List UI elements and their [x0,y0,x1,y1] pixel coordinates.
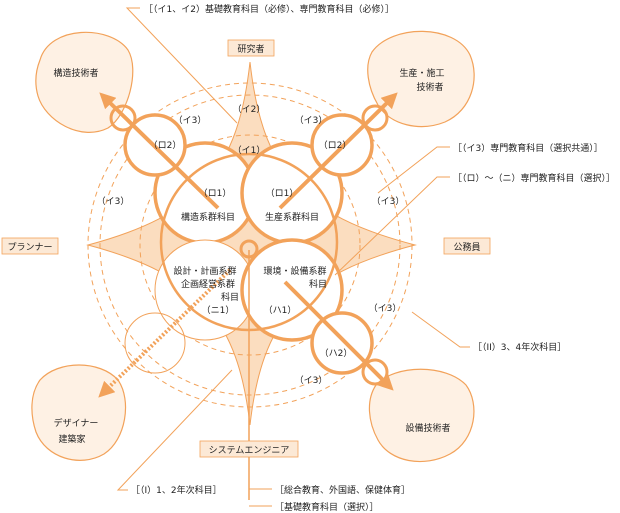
circle-structural-name: 構造系群科目 [181,211,235,223]
note-i3: ［（イ3）専門教育科目（選択共通）］ [453,142,603,154]
leader-year34-note [411,311,470,348]
leader-top-note [125,7,238,124]
circle-planning [154,239,256,341]
note-basic: ［基礎教育科目（選択）］ [275,501,379,513]
arrow-top-right [278,92,398,210]
leader-year12-note [116,369,233,491]
role-system-engineer: システムエンジニア [209,445,290,456]
arrow-top-left [99,92,220,210]
label-i3-top-right: （イ3） [295,115,328,126]
ring-top-right [361,104,389,132]
note-ro-ni: ［（ロ）～（ニ）専門教育科目（選択）］ [453,172,615,184]
circle-planning-name-1: 設計・計画系群 [173,265,236,277]
label-i3-bottom: （イ3） [295,375,328,386]
circle-production-code: （ロ1） [266,188,299,199]
arrow-bottom-left [98,268,232,398]
leader-i3-note [377,146,450,194]
label-ro2-left: （ロ2） [149,140,182,151]
circle-environment-name-2: 科目 [309,278,327,290]
role-civil-servant: 公務員 [453,241,480,253]
circle-planning-code: （ニ1） [202,305,235,316]
note-year12: ［（I）1、2年次科目］ [131,484,222,496]
circle-planning-name-2: 企画経営系群 [181,278,235,290]
label-i3-right: （イ3） [372,196,405,207]
blob-label-structural: 構造技術者 [53,67,98,79]
box-planner [1,237,59,255]
label-ro2-right: （ロ2） [319,140,352,151]
arrow-bottom-right [283,280,394,391]
blob-label-designer-2: 建築家 [58,433,85,445]
circle-ni2 [124,312,186,374]
blob-label-production-1: 生産・施工 [399,67,444,79]
label-i3-top-left: （イ3） [174,115,207,126]
label-i1: （イ1） [233,145,266,156]
note-year34: ［（II）3、4年次科目］ [473,341,566,353]
label-i2: （イ2） [233,104,266,115]
label-i3-left: （イ3） [97,196,130,207]
core-dashed-circle [139,134,361,356]
box-system-engineer [199,440,299,458]
leader-ro-ni-note [334,176,450,276]
inner-dashed-circle [99,94,401,396]
outer-dashed-circle [87,82,413,408]
circle-environment-name-1: 環境・設備系群 [263,265,326,277]
role-planner: プランナー [7,242,52,253]
role-researcher: 研究者 [237,43,264,55]
blob-equipment-engineer [368,368,475,463]
circle-structural-code: （ロ1） [199,188,232,199]
circle-production-name: 生産系群科目 [265,211,319,223]
note-general: ［総合教育、外国語、保健体育］ [275,484,410,496]
box-researcher [227,39,275,57]
ring-bottom-right [361,358,389,386]
box-civil-servant [443,237,491,255]
blob-designer [31,364,127,461]
label-i3-bottom-right: （イ3） [369,303,402,314]
star-shape [86,61,417,426]
top-note: ［（イ1、イ2）基礎教育科目（必修）、専門教育科目（必修）］ [144,3,394,15]
label-ha2: （ハ2） [320,348,353,359]
circle-planning-name-3: 科目 [221,291,239,303]
blob-label-equipment: 設備技術者 [405,422,450,434]
ring-top-left [109,104,137,132]
circle-ha2 [310,311,374,375]
blob-structural-engineer [35,31,134,133]
circle-environment-code: （ハ1） [264,305,297,316]
blob-label-production-2: 技術者 [416,81,443,93]
blob-label-designer-1: デザイナー [54,417,99,429]
